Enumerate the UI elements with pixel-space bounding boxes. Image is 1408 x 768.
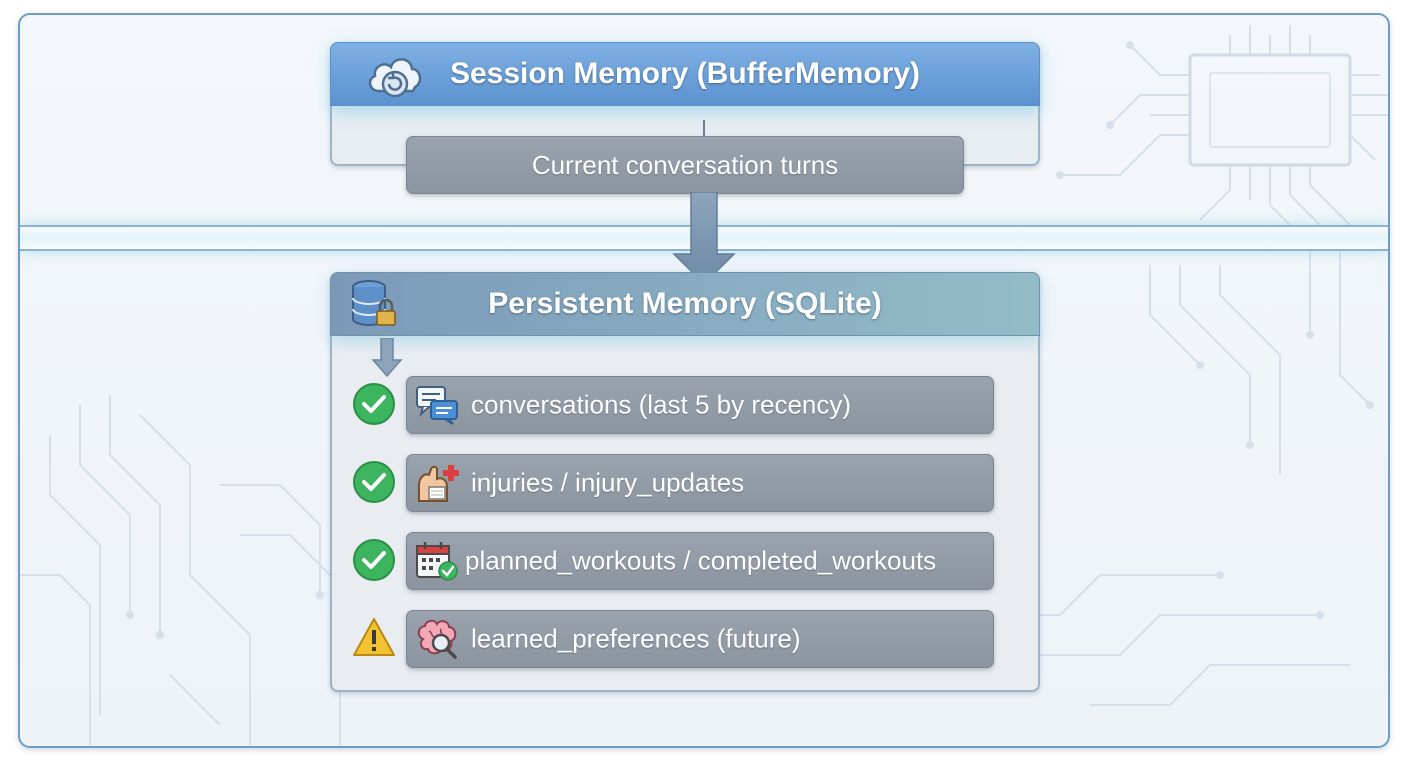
database-down-arrow [371, 338, 403, 378]
memory-item-workouts: planned_workouts / completed_workouts [406, 532, 994, 590]
chat-bubbles-icon [416, 386, 458, 425]
brain-search-icon [417, 619, 457, 659]
flow-down-arrow [672, 192, 736, 286]
check-circle-icon [353, 539, 395, 581]
memory-item-preferences: learned_preferences (future) [406, 610, 994, 668]
memory-item-label: planned_workouts / completed_workouts [465, 545, 937, 576]
memory-item-injuries: injuries / injury_updates [406, 454, 994, 512]
persistent-memory-header: Persistent Memory (SQLite) [330, 272, 1040, 336]
session-memory-header: Session Memory (BufferMemory) [330, 42, 1040, 106]
memory-item-conversations: conversations (last 5 by recency) [406, 376, 994, 434]
memory-item-label: injuries / injury_updates [471, 467, 745, 498]
current-turns-label: Current conversation turns [531, 149, 839, 180]
bandaged-arm-icon [418, 465, 459, 502]
memory-item-label: learned_preferences (future) [471, 623, 801, 654]
persistent-memory-title: Persistent Memory (SQLite) [488, 287, 882, 320]
warning-icon [353, 618, 395, 656]
current-turns-box: Current conversation turns [406, 136, 964, 194]
check-circle-icon [353, 383, 395, 425]
check-circle-icon [353, 461, 395, 503]
calendar-check-icon [416, 542, 458, 581]
database-lock-icon [352, 280, 396, 326]
memory-item-label: conversations (last 5 by recency) [471, 389, 852, 420]
circuit-background [20, 25, 1388, 746]
cloud-sync-icon [368, 58, 422, 98]
session-memory-title: Session Memory (BufferMemory) [449, 57, 921, 90]
